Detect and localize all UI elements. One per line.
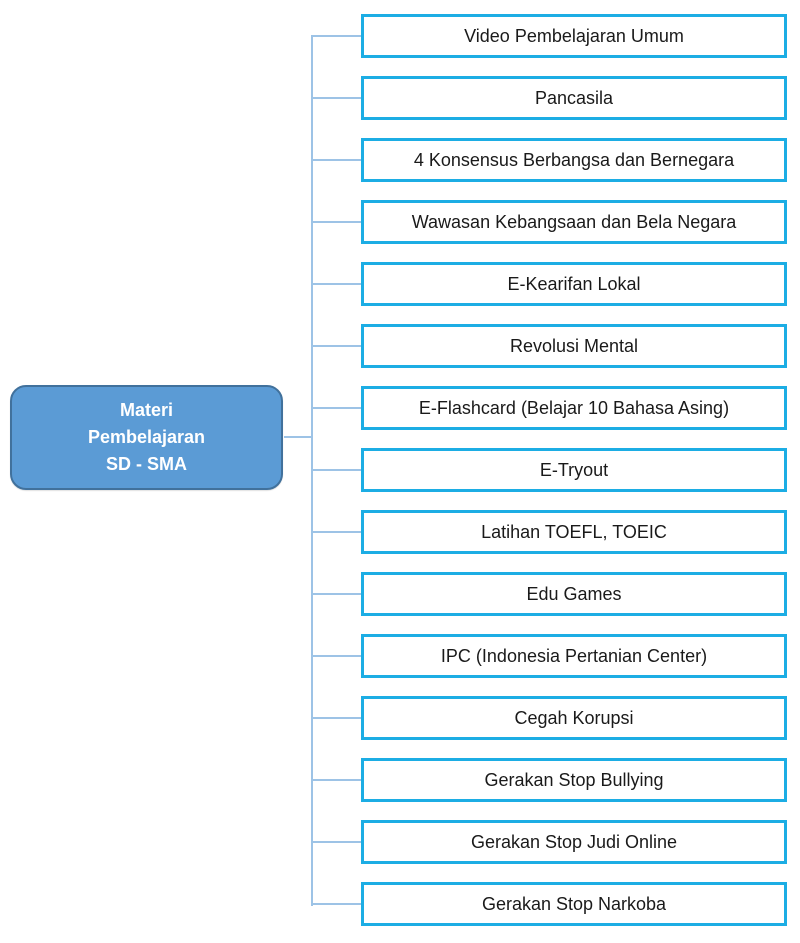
item-label: Revolusi Mental bbox=[509, 335, 639, 356]
item-connector-line bbox=[311, 903, 361, 905]
item-label: Gerakan Stop Bullying bbox=[484, 769, 664, 790]
item-label: 4 Konsensus Berbangsa dan Bernegara bbox=[413, 149, 735, 170]
root-connector-line bbox=[284, 436, 312, 438]
item-label: E-Kearifan Lokal bbox=[507, 273, 641, 294]
item-connector-line bbox=[311, 221, 361, 223]
item-box: E-Tryout bbox=[361, 448, 787, 492]
item-box: E-Flashcard (Belajar 10 Bahasa Asing) bbox=[361, 386, 787, 430]
item-connector-line bbox=[311, 469, 361, 471]
item-connector-line bbox=[311, 159, 361, 161]
item-box: Revolusi Mental bbox=[361, 324, 787, 368]
item-connector-line bbox=[311, 35, 361, 37]
root-node-label-line3: SD - SMA bbox=[106, 454, 187, 474]
item-connector-line bbox=[311, 655, 361, 657]
root-node-label-line1: Materi bbox=[119, 400, 173, 420]
item-box: E-Kearifan Lokal bbox=[361, 262, 787, 306]
item-label: Gerakan Stop Judi Online bbox=[470, 831, 678, 852]
item-box: Video Pembelajaran Umum bbox=[361, 14, 787, 58]
item-connector-line bbox=[311, 345, 361, 347]
item-label: Video Pembelajaran Umum bbox=[464, 25, 684, 46]
item-label: E-Tryout bbox=[539, 459, 609, 480]
item-connector-line bbox=[311, 717, 361, 719]
item-box: Wawasan Kebangsaan dan Bela Negara bbox=[361, 200, 787, 244]
item-box: Gerakan Stop Bullying bbox=[361, 758, 787, 802]
item-connector-line bbox=[311, 779, 361, 781]
item-label: Latihan TOEFL, TOEIC bbox=[481, 521, 667, 542]
item-box: Gerakan Stop Narkoba bbox=[361, 882, 787, 926]
item-label: Gerakan Stop Narkoba bbox=[481, 893, 667, 914]
item-box: IPC (Indonesia Pertanian Center) bbox=[361, 634, 787, 678]
root-node-label-line2: Pembelajaran bbox=[87, 427, 206, 447]
item-connector-line bbox=[311, 97, 361, 99]
item-label: Cegah Korupsi bbox=[514, 707, 634, 728]
item-label: Pancasila bbox=[534, 87, 614, 108]
item-connector-line bbox=[311, 531, 361, 533]
item-box: Edu Games bbox=[361, 572, 787, 616]
item-connector-line bbox=[311, 283, 361, 285]
item-box: Latihan TOEFL, TOEIC bbox=[361, 510, 787, 554]
item-connector-line bbox=[311, 841, 361, 843]
item-box: Pancasila bbox=[361, 76, 787, 120]
item-box: 4 Konsensus Berbangsa dan Bernegara bbox=[361, 138, 787, 182]
item-connector-line bbox=[311, 407, 361, 409]
item-connector-line bbox=[311, 593, 361, 595]
item-label: Edu Games bbox=[526, 583, 622, 604]
item-label: IPC (Indonesia Pertanian Center) bbox=[440, 645, 708, 666]
item-label: E-Flashcard (Belajar 10 Bahasa Asing) bbox=[418, 397, 730, 418]
root-node: Materi Pembelajaran SD - SMA bbox=[10, 385, 283, 490]
item-box: Cegah Korupsi bbox=[361, 696, 787, 740]
item-label: Wawasan Kebangsaan dan Bela Negara bbox=[411, 211, 737, 232]
item-box: Gerakan Stop Judi Online bbox=[361, 820, 787, 864]
connector-trunk-line bbox=[311, 36, 313, 906]
